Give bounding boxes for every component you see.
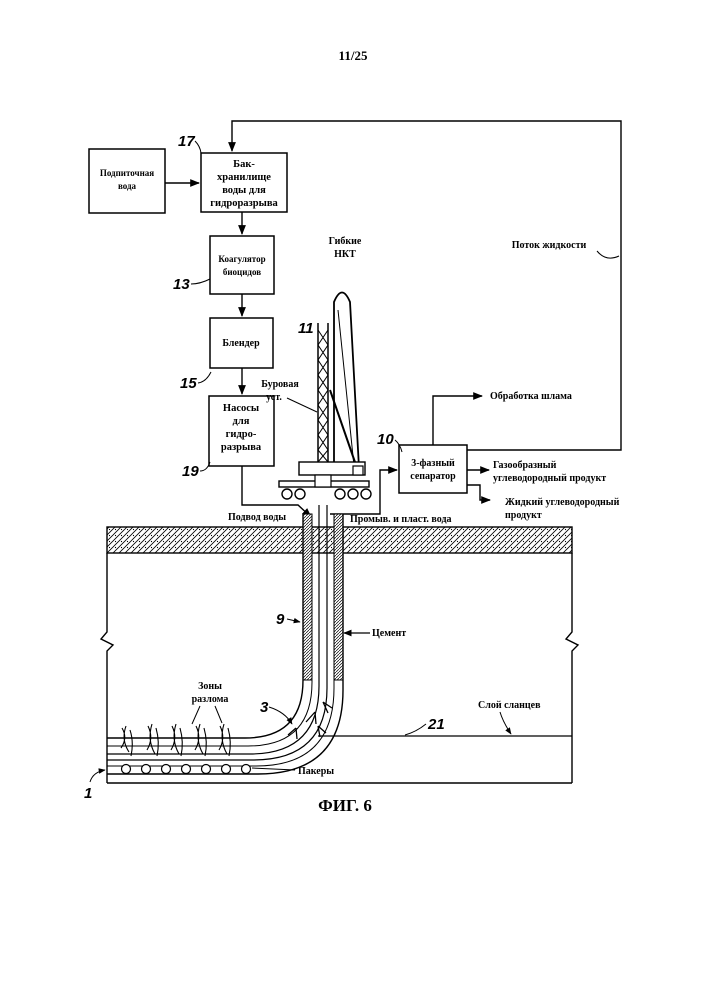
fracture-zones-label-2: разлома [192,694,229,705]
figure-caption: ФИГ. 6 [318,796,372,815]
fluid-flow-leader [597,251,619,258]
blender-label: Блендер [222,338,260,349]
ref-10: 10 [377,431,394,448]
ref-21-leader [405,724,426,735]
ref-15-leader [198,372,211,383]
ref-13: 13 [173,276,190,293]
separator-label-2: сепаратор [410,471,456,482]
tank-label-4: гидроразрыва [210,198,278,209]
coagulator-label-1: Коагулятор [218,254,265,264]
separator-label-1: 3-фазный [411,458,455,469]
ref-9: 9 [276,611,285,628]
coagulator-block: Коагулятор биоцидов [210,236,274,294]
ref-9-leader [287,619,300,622]
shale-layer-leader [500,712,511,734]
drilling-rig [279,293,371,500]
ref-15: 15 [180,375,197,392]
ref-21: 21 [427,716,445,733]
coagulator-label-2: биоцидов [223,267,261,277]
ref-17: 17 [178,133,195,150]
gas-product-label-2: углеводородный продукт [493,473,606,484]
makeup-water-label-2: вода [118,181,137,191]
blender-block: Блендер [210,318,273,368]
coiled-tubing-label-2: НКТ [334,249,356,260]
tank-label-3: воды для [222,185,266,196]
rig-label-2: уст. [266,392,282,403]
ref-1-leader [90,770,105,782]
page-number: 11/25 [339,48,368,63]
ref-3-leader [269,707,292,724]
makeup-water-label-1: Подпиточная [100,168,154,178]
ref-13-leader [191,279,210,284]
ref-17-leader [195,141,201,153]
coiled-tubing-label-1: Гибкие [329,236,362,247]
separator-block: 3-фазный сепаратор [399,445,467,493]
pumps-label-3: гидро- [226,429,257,440]
shale-layer-label: Слой сланцев [478,700,541,711]
ref-11: 11 [298,320,314,337]
ref-3: 3 [260,699,269,716]
pumps-label-1: Насосы [223,403,259,414]
makeup-water-block: Подпиточная вода [89,149,165,213]
ref-19: 19 [182,463,199,480]
fluid-flow-label: Поток жидкости [512,240,587,251]
sludge-label: Обработка шлама [490,391,572,402]
ref-1: 1 [84,785,92,802]
tank-label-1: Бак- [233,159,255,170]
water-supply-label: Подвод воды [228,512,286,523]
pumps-block: Насосы для гидро- разрыва [209,396,274,466]
liquid-product-label-2: продукт [505,510,542,521]
gas-product-label-1: Газообразный [493,460,557,471]
fracture-zones [121,724,230,756]
rig-label-1: Буровая [261,379,299,390]
liquid-product-label-1: Жидкий углеводородный [505,497,620,508]
pumps-label-2: для [233,416,250,427]
packers-leader [252,768,295,770]
pumps-label-4: разрыва [221,442,262,453]
fracture-zones-leader [192,706,222,724]
cement-label: Цемент [372,628,406,639]
packers-label: Пакеры [298,766,334,777]
tank-block: Бак- хранилище воды для гидроразрыва [201,153,287,212]
fracture-zones-label-1: Зоны [198,681,222,692]
flowback-label: Промыв. и пласт. вода [350,514,452,525]
rig-leader [287,398,317,412]
liquid-product-arrow [467,485,490,500]
tank-label-2: хранилище [217,172,271,183]
sludge-arrow [433,396,482,445]
